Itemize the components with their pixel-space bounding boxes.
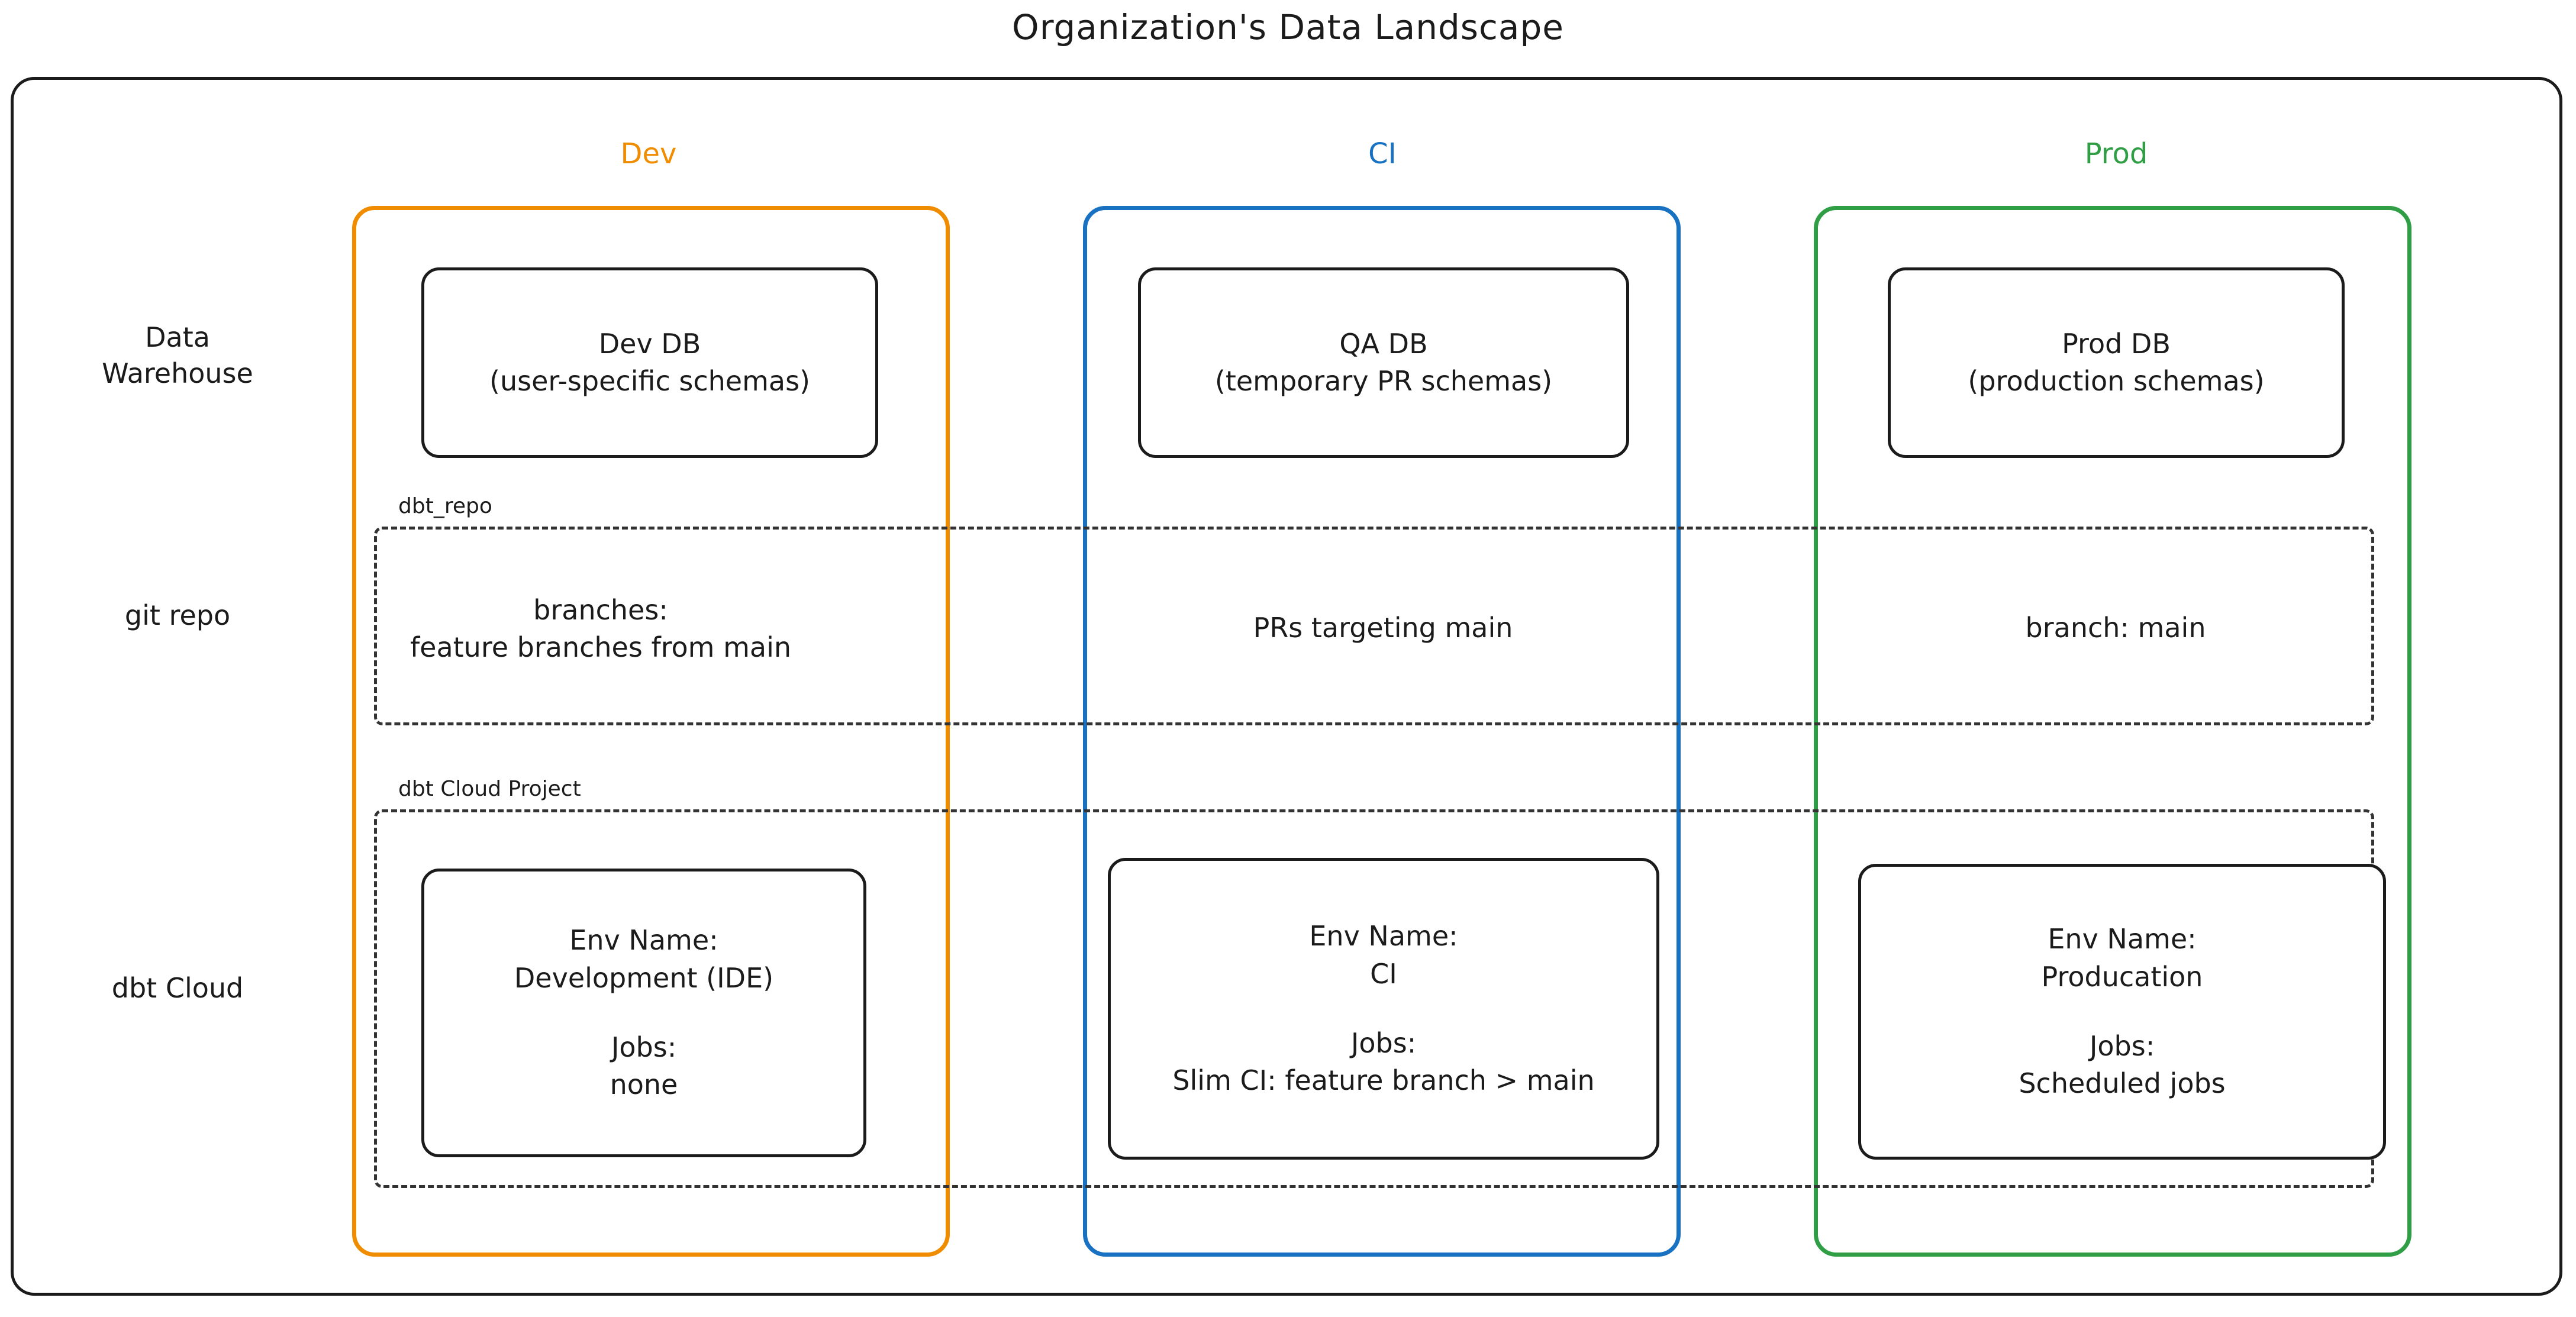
column-header-ci: CI (1368, 137, 1397, 170)
node-dbt-cloud-dev-jobs-label: Jobs: (611, 1031, 677, 1063)
row-label-data-warehouse-line2: Warehouse (102, 357, 253, 389)
node-dbt-cloud-ci-jobs-label: Jobs: (1350, 1027, 1417, 1059)
diagram-outer-frame (11, 77, 2562, 1296)
git-repo-prod-line1: branch: main (2025, 612, 2206, 644)
node-dbt-cloud-dev-env-value: Development (IDE) (514, 961, 774, 994)
row-label-data-warehouse: Data Warehouse (47, 319, 308, 391)
node-dbt-cloud-dev-jobs-value: none (610, 1069, 678, 1101)
node-dev-db-line2: (user-specific schemas) (489, 365, 810, 397)
env-column-prod (1814, 206, 2411, 1257)
node-qa-db-line2: (temporary PR schemas) (1214, 365, 1553, 397)
row-label-dbt-cloud-line1: dbt Cloud (111, 972, 244, 1004)
node-dbt-cloud-ci[interactable]: Env Name: CI Jobs: Slim CI: feature bran… (1108, 858, 1659, 1160)
env-column-dev (352, 206, 950, 1257)
git-repo-dev-text: branches: feature branches from main (379, 592, 823, 667)
group-dbt-repo: dbt_repo (374, 494, 2374, 725)
node-dev-db-line1: Dev DB (598, 327, 701, 360)
git-repo-dev-line1: branches: (533, 594, 668, 626)
git-repo-ci-text: PRs targeting main (1102, 609, 1664, 647)
env-column-ci (1083, 206, 1681, 1257)
node-dbt-cloud-prod-jobs-value: Scheduled jobs (2019, 1067, 2226, 1100)
node-dbt-cloud-prod-jobs-label: Jobs: (2089, 1030, 2155, 1062)
row-label-data-warehouse-line1: Data (145, 321, 210, 353)
node-dbt-cloud-prod-env-value: Producation (2041, 960, 2203, 993)
column-header-dev: Dev (620, 137, 677, 170)
node-dbt-cloud-dev-env-label: Env Name: (569, 924, 718, 957)
page-title: Organization's Data Landscape (1012, 7, 1564, 47)
row-label-git-repo: git repo (47, 598, 308, 634)
node-dbt-cloud-prod[interactable]: Env Name: Producation Jobs: Scheduled jo… (1858, 864, 2386, 1160)
node-qa-db-line1: QA DB (1339, 327, 1428, 360)
group-dbt-repo-label: dbt_repo (392, 494, 498, 518)
group-dbt-cloud-project-label: dbt Cloud Project (392, 777, 587, 801)
node-dbt-cloud-ci-env-label: Env Name: (1309, 920, 1458, 953)
node-dbt-cloud-ci-env-value: CI (1370, 957, 1397, 990)
column-header-prod: Prod (2084, 137, 2148, 170)
node-dbt-cloud-prod-env-label: Env Name: (2048, 923, 2197, 956)
node-prod-db[interactable]: Prod DB (production schemas) (1888, 267, 2345, 458)
node-dev-db[interactable]: Dev DB (user-specific schemas) (421, 267, 878, 458)
node-prod-db-line2: (production schemas) (1968, 365, 2265, 397)
node-dbt-cloud-ci-jobs-value: Slim CI: feature branch > main (1172, 1064, 1595, 1097)
node-prod-db-line1: Prod DB (2062, 327, 2171, 360)
row-label-git-repo-line1: git repo (124, 599, 231, 631)
git-repo-prod-text: branch: main (1852, 609, 2379, 647)
row-label-dbt-cloud: dbt Cloud (47, 970, 308, 1006)
node-dbt-cloud-dev[interactable]: Env Name: Development (IDE) Jobs: none (421, 869, 866, 1157)
git-repo-dev-line2: feature branches from main (410, 631, 792, 664)
node-qa-db[interactable]: QA DB (temporary PR schemas) (1138, 267, 1629, 458)
git-repo-ci-line1: PRs targeting main (1253, 612, 1513, 644)
